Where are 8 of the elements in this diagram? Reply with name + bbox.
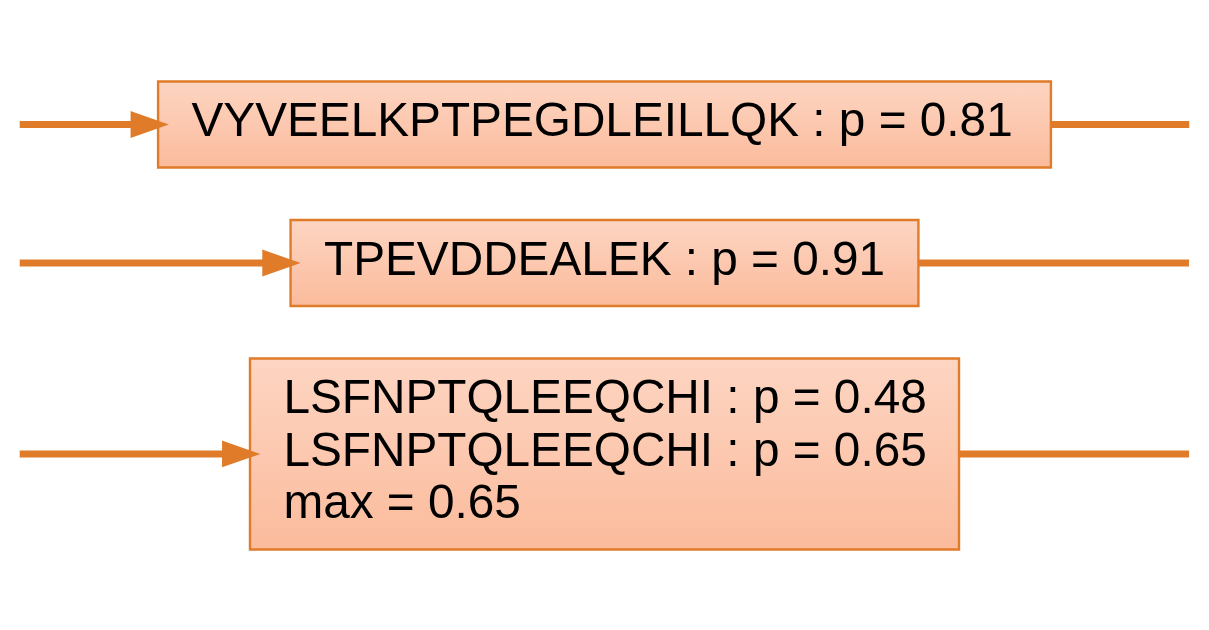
node-box: LSFNPTQLEEQCHI : p = 0.48 LSFNPTQLEEQCHI : p = 0.65 max = 0.65 — [248, 356, 961, 551]
connector — [959, 449, 1190, 458]
connector — [1051, 120, 1190, 128]
arrow — [19, 249, 301, 276]
arrow — [19, 110, 169, 138]
node-box: TPEVDDEALEK : p = 0.91 — [289, 218, 920, 307]
node-box: VYVEELKPTPEGDLEILLQK : p = 0.81 — [156, 79, 1053, 169]
arrow — [19, 440, 261, 467]
